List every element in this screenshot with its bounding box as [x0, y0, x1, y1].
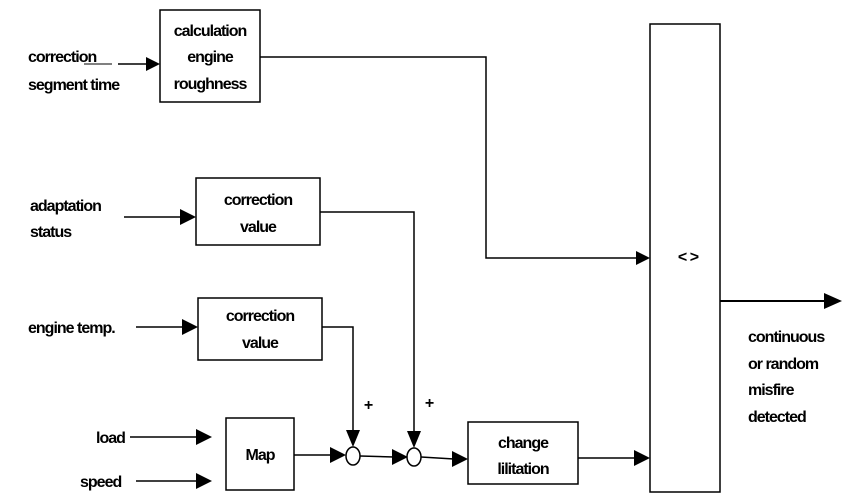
summing-junction-1	[345, 446, 361, 466]
input-load-label: load	[96, 430, 125, 447]
calculation-block-line-2: engine	[187, 49, 234, 66]
engine-temp-input-arrowhead	[182, 319, 198, 335]
input-adaptation-label: adaptation	[30, 198, 101, 215]
correction-input-arrowhead	[146, 57, 160, 71]
plus-sign-2: +	[425, 395, 434, 412]
output-line-2: or random	[748, 356, 819, 373]
comparator-symbol: < >	[678, 249, 699, 266]
correction-block-1-line-1: correction	[224, 192, 292, 209]
map-block	[225, 417, 295, 491]
correction-value-block-temperature	[197, 297, 323, 361]
load-input-arrowhead	[196, 429, 212, 445]
roughness-to-comparator-wire	[260, 56, 638, 259]
comparator-output-arrowhead	[824, 293, 842, 309]
correction-block-1-line-2: value	[240, 219, 277, 236]
change-limitation-block	[467, 421, 579, 485]
comparator-block	[649, 23, 721, 493]
calculation-engine-roughness-block	[159, 9, 261, 103]
adaptation-input-arrowhead	[180, 209, 196, 225]
roughness-to-comparator-arrowhead	[636, 251, 650, 265]
correction-adaptation-to-junction2-wire	[320, 211, 415, 433]
junction1-to-junction2-wire	[359, 455, 395, 458]
junction2-to-change-wire	[420, 456, 455, 460]
correction-block-2-line-2: value	[242, 335, 279, 352]
input-segment-time-label: segment time	[28, 77, 120, 94]
output-line-3: misfire	[748, 382, 795, 399]
correction-temp-to-junction1-wire	[322, 326, 354, 432]
input-status-label: status	[30, 224, 72, 241]
speed-input-arrowhead	[196, 473, 212, 489]
correction-temp-to-junction1-arrowhead	[346, 430, 360, 447]
output-line-1: continuous	[748, 329, 825, 346]
junction1-to-junction2-arrowhead	[392, 449, 408, 465]
change-to-comparator-arrowhead	[634, 450, 650, 466]
input-correction-label: correction	[28, 49, 96, 66]
change-block-line-2: lilitation	[497, 461, 549, 478]
calculation-block-line-3: roughness	[174, 76, 248, 93]
output-line-4: detected	[748, 409, 806, 426]
calculation-block-line-1: calculation	[174, 23, 247, 40]
map-output-arrowhead	[330, 447, 346, 463]
change-block-line-1: change	[498, 435, 549, 452]
correction-value-block-adaptation	[195, 177, 321, 246]
map-block-label: Map	[246, 447, 276, 464]
input-speed-label: speed	[80, 474, 121, 491]
input-engine-temp-label: engine temp.	[28, 320, 115, 337]
correction-block-2-line-1: correction	[226, 308, 294, 325]
junction2-to-change-arrowhead	[452, 451, 468, 467]
summing-junction-2	[406, 447, 422, 467]
correction-adaptation-to-junction2-arrowhead	[407, 431, 421, 448]
plus-sign-1: +	[364, 397, 373, 414]
